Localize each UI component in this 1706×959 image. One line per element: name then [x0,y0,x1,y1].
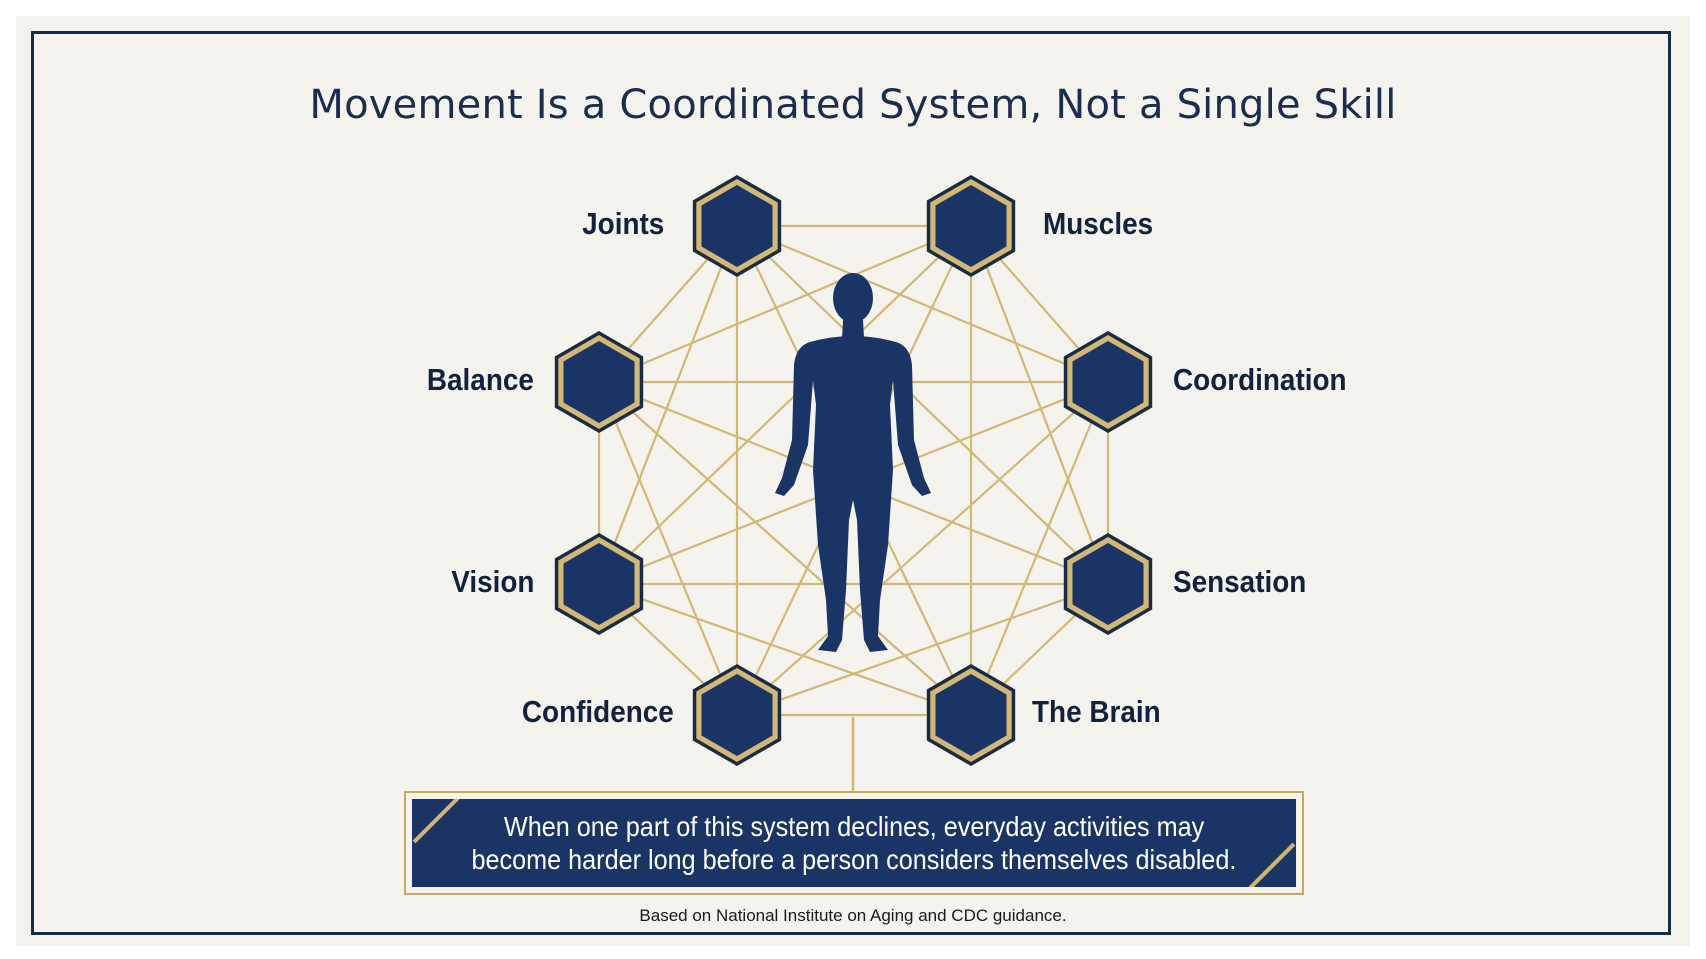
connection-line [736,224,1109,384]
node-label-vision: Vision [450,564,534,599]
node-label-balance: Balance [426,362,534,397]
connection-line [598,381,972,716]
hexagon-node-icon-confidence [692,664,782,766]
hexagon-node-icon-sensation [1063,533,1153,635]
connection-line [969,225,1110,585]
hexagon-node-icon-joints [692,175,782,277]
source-citation: Based on National Institute on Aging and… [639,906,1067,925]
hexagon-node-icon-coordination [1063,331,1153,433]
callout-text-line-1: When one part of this system declines, e… [503,811,1205,842]
hexagon-nodes [554,175,1153,766]
callout-text-line-2: become harder long before a person consi… [471,844,1237,875]
connection-line [598,582,972,717]
callout-box: When one part of this system declines, e… [404,791,1304,895]
node-label-coordination: Coordination [1173,362,1347,397]
connection-line [736,381,1109,716]
node-label-joints: Joints [581,206,664,241]
gold-accent-stripe [1248,842,1296,887]
node-label-the-brain: The Brain [1032,694,1161,729]
hexagon-node-icon-vision [554,533,644,635]
connection-line [597,225,739,585]
slide-title: Movement Is a Coordinated System, Not a … [309,82,1397,128]
connection-line [598,224,972,384]
gold-accent-stripe [412,799,460,844]
connection-line [969,381,1110,716]
node-label-sensation: Sensation [1173,564,1307,599]
connection-line [598,225,972,585]
hexagon-node-icon-the-brain [926,664,1016,766]
node-label-muscles: Muscles [1043,206,1154,241]
connection-line [736,582,1109,717]
hexagon-node-icon-muscles [926,175,1016,277]
connection-line [597,381,739,716]
hexagon-node-icon-balance [554,331,644,433]
human-figure-icon [775,273,931,652]
connection-line [736,225,1109,585]
node-label-confidence: Confidence [522,694,674,729]
callout-panel: When one part of this system declines, e… [412,799,1296,887]
